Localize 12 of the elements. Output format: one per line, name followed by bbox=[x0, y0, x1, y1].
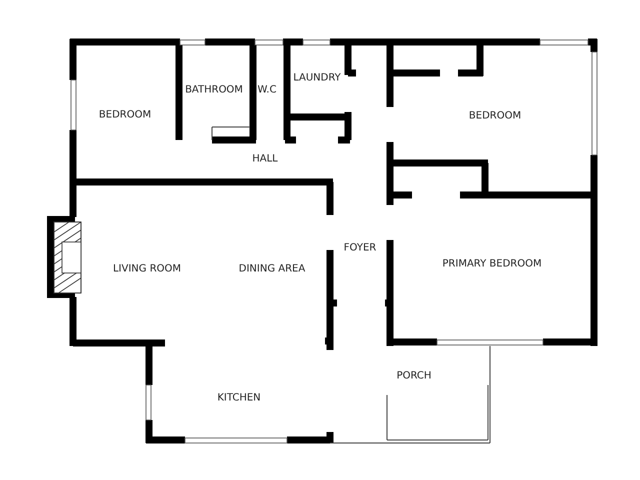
room-label: KITCHEN bbox=[217, 392, 261, 404]
room-label: HALL bbox=[252, 154, 278, 164]
room-label: LIVING ROOM bbox=[112, 264, 182, 274]
room-label: FOYER bbox=[344, 242, 376, 254]
room-label: W.C bbox=[258, 84, 276, 96]
room-label: PORCH bbox=[396, 370, 432, 382]
room-label: DINING AREA bbox=[238, 264, 306, 274]
room-label: LAUNDRY bbox=[293, 72, 341, 84]
room-label: PRIMARY BEDROOM bbox=[442, 258, 542, 270]
room-label: BEDROOM bbox=[468, 110, 522, 122]
room-label: BATHROOM bbox=[185, 84, 243, 96]
room-label: BEDROOM bbox=[98, 110, 152, 120]
